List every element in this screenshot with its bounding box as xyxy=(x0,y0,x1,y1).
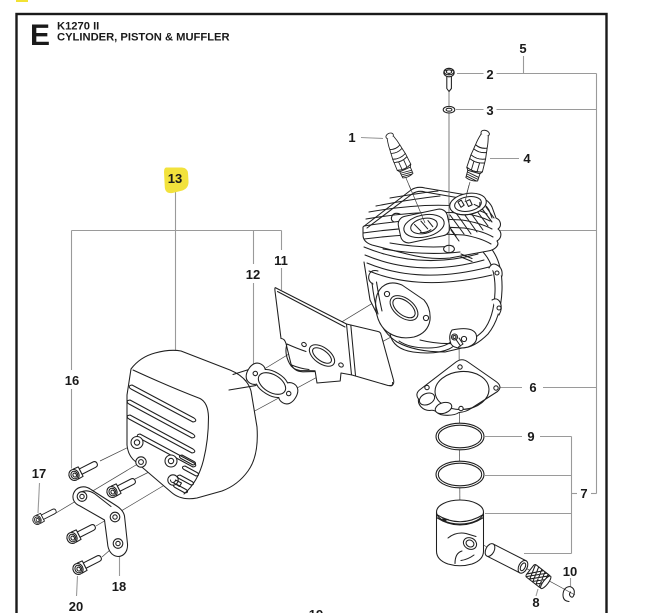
svg-text:CYLINDER, PISTON & MUFFLER: CYLINDER, PISTON & MUFFLER xyxy=(57,32,230,44)
svg-text:9: 9 xyxy=(527,429,534,444)
svg-text:E: E xyxy=(30,19,50,52)
svg-text:4: 4 xyxy=(523,151,531,166)
svg-text:1: 1 xyxy=(348,130,355,145)
svg-text:2: 2 xyxy=(486,67,493,82)
svg-text:18: 18 xyxy=(112,579,126,594)
svg-text:7: 7 xyxy=(580,486,587,501)
svg-text:10: 10 xyxy=(563,564,577,579)
svg-text:12: 12 xyxy=(246,267,260,282)
svg-text:16: 16 xyxy=(65,373,79,388)
svg-text:19: 19 xyxy=(309,607,323,613)
svg-text:K1270 II: K1270 II xyxy=(57,21,99,33)
svg-text:5: 5 xyxy=(519,41,526,56)
svg-text:6: 6 xyxy=(529,380,536,395)
svg-text:13: 13 xyxy=(168,171,182,186)
svg-text:20: 20 xyxy=(69,599,83,613)
svg-text:3: 3 xyxy=(486,103,493,118)
svg-text:8: 8 xyxy=(532,595,539,610)
svg-text:17: 17 xyxy=(32,466,46,481)
svg-text:11: 11 xyxy=(274,253,288,268)
